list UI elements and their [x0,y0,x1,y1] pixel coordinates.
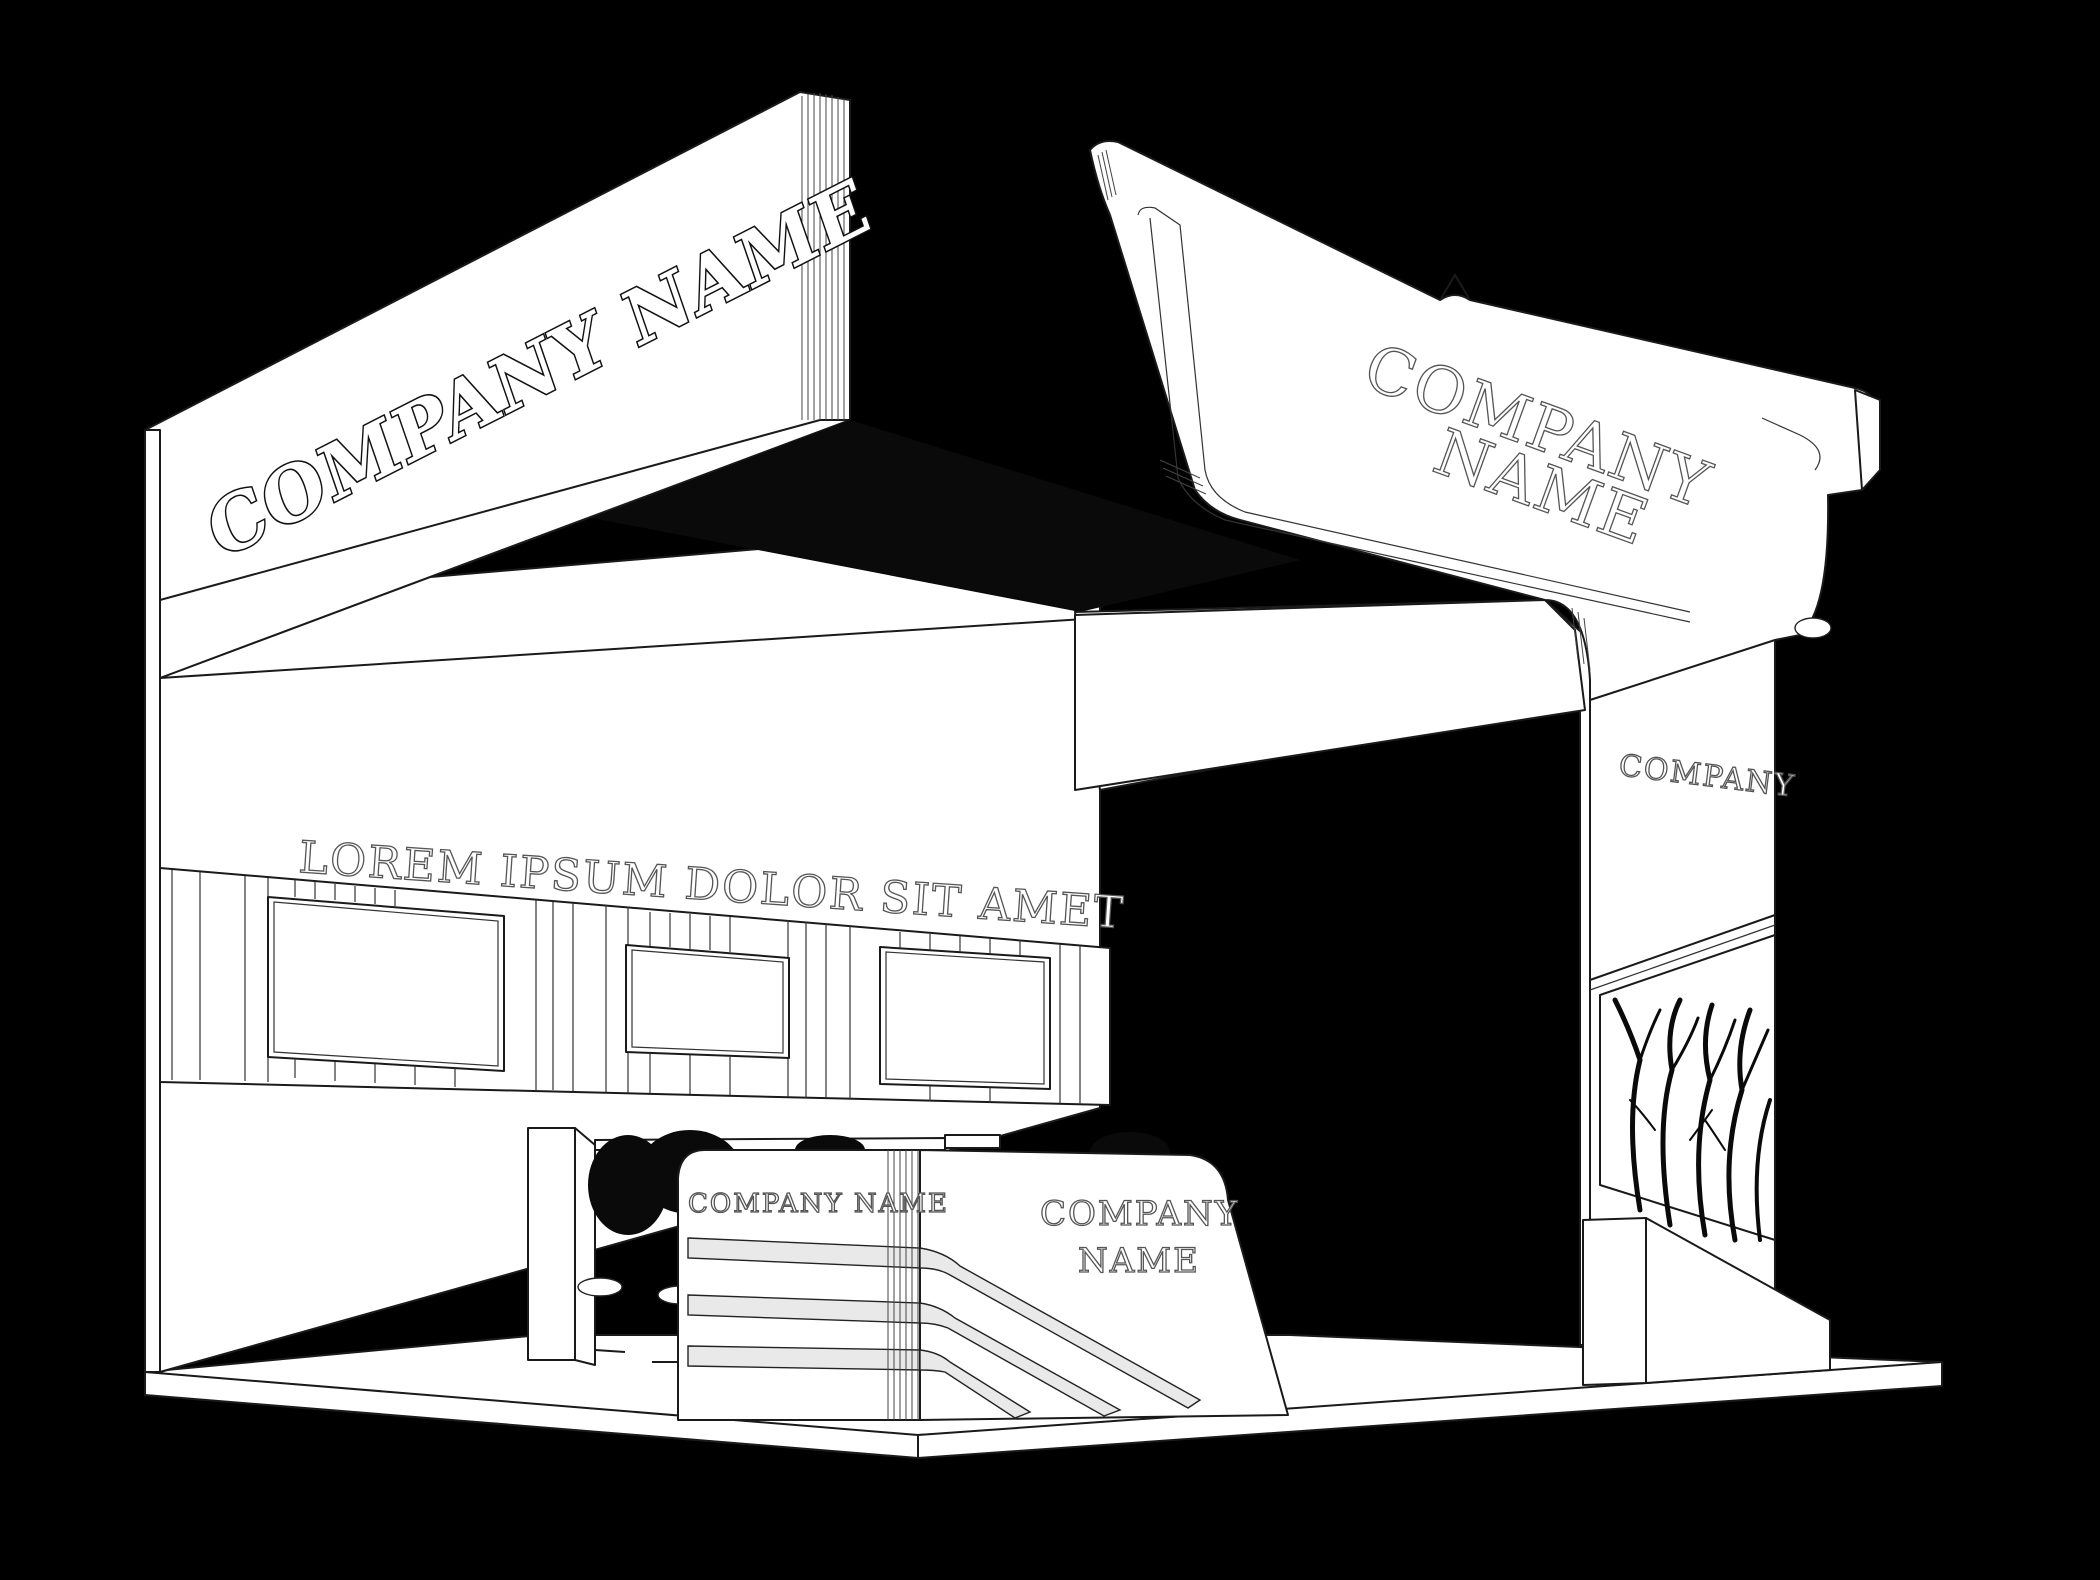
screen-band [159,867,1111,1106]
left-side-wall [144,427,161,1373]
display-screen-3 [879,946,1051,1090]
counter-side-line2: NAME [1078,1241,1200,1281]
counter-front-label: COMPANY NAME [688,1189,949,1219]
top-fascia [144,91,1300,679]
display-screen-2 [625,944,790,1059]
arch-edge-hatch [1097,149,1591,671]
tree-branch-icon [1612,997,1772,1243]
display-screen-1 [267,896,505,1072]
counter-side-line1: COMPANY [1040,1194,1239,1234]
counter-corner-hatch [887,1150,919,1420]
counter-stripes [687,1237,921,1371]
tree-branch-panel [1582,934,1831,1386]
reception-counter: COMPANY NAME COMPANY NAME [677,1149,1289,1421]
fascia-edge-hatch [801,93,845,420]
